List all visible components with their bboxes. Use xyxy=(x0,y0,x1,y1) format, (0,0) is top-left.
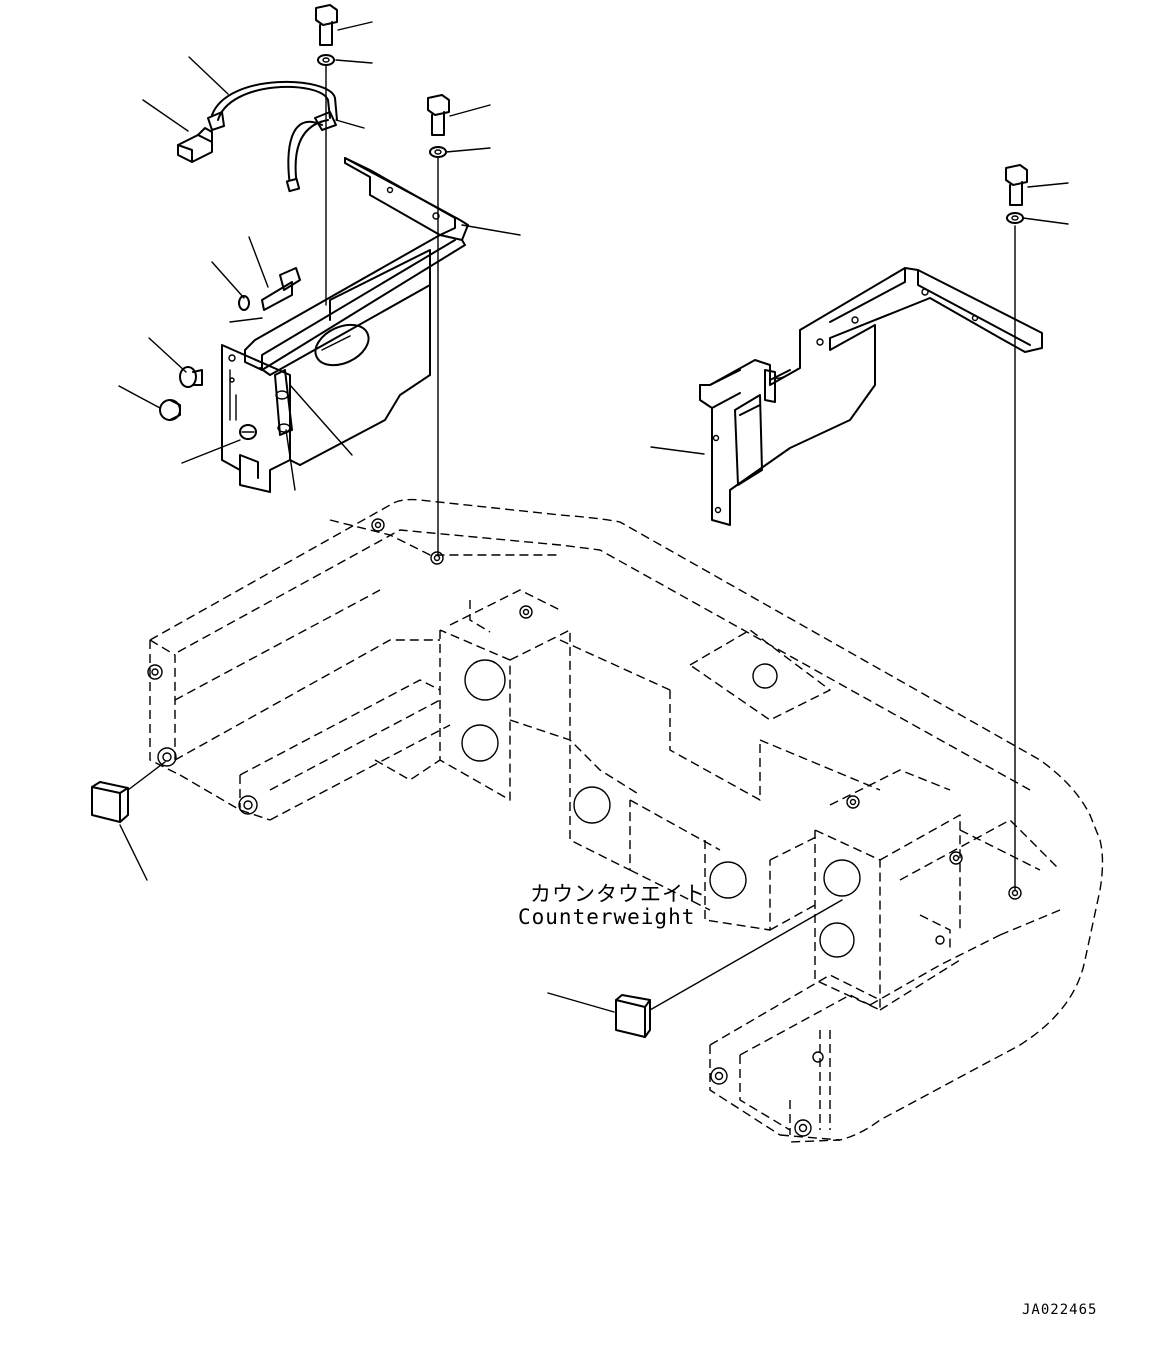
counterweight-label-en: Counterweight xyxy=(518,905,696,929)
plug-cap-icon xyxy=(159,366,257,440)
counterweight-label-jp: カウンタウエイト xyxy=(530,882,706,906)
counterweight-outline xyxy=(149,498,1104,1143)
cable-icon xyxy=(207,80,338,193)
left-bracket-assembly xyxy=(221,157,469,493)
leader-lines xyxy=(118,21,1069,1013)
guide-lines xyxy=(127,761,843,1011)
cover-bracket-icon xyxy=(699,267,1043,526)
counterweight-holes xyxy=(147,518,1022,1137)
bolt-icon xyxy=(238,4,450,311)
terminal-icon xyxy=(177,127,213,163)
bolt-icon xyxy=(1005,164,1028,224)
guide-lines xyxy=(229,65,1016,891)
drawing-code: JA022465 xyxy=(1022,1302,1098,1318)
cap-plug-icon xyxy=(91,781,651,1038)
